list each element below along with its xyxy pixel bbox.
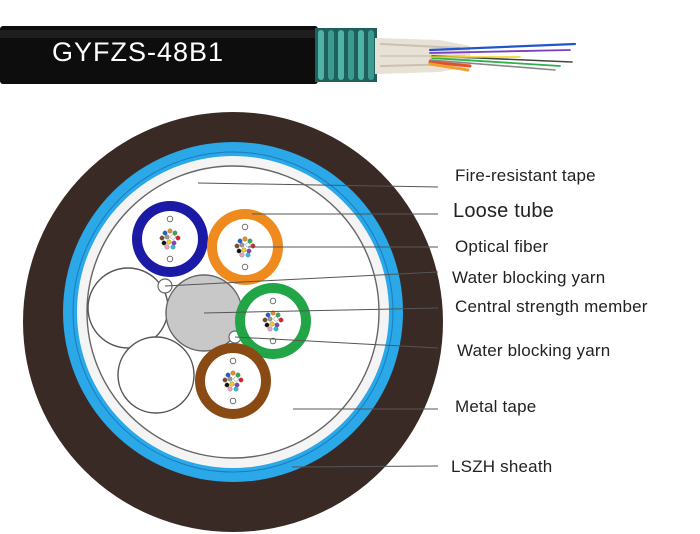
loose-tube-green <box>235 283 311 359</box>
optical-fiber-dot <box>274 322 280 328</box>
optical-fiber-dot <box>250 243 256 249</box>
metal-tape-inner-edge <box>72 151 394 473</box>
cable-jacket <box>0 26 318 84</box>
callout-loose-tube: Loose tube <box>453 200 554 222</box>
callout-water-blocking-yarn-2: Water blocking yarn <box>457 341 611 360</box>
tube-yarn-dot <box>166 215 174 223</box>
callout-water-blocking-yarn-1: Water blocking yarn <box>452 268 606 287</box>
loose-tube-bore <box>245 293 301 349</box>
armor-corrugation <box>315 28 377 82</box>
loose-tube-brown <box>195 343 271 419</box>
tube-yarn-dot <box>241 223 249 231</box>
optical-fiber-dot <box>224 382 230 388</box>
loose-tube-bore <box>217 219 273 275</box>
optical-fiber-dot <box>222 377 228 383</box>
optical-fiber-dot <box>246 248 252 254</box>
optical-fiber-dot <box>171 240 177 246</box>
optical-fiber-dot <box>175 235 181 241</box>
filler-rod-bottom <box>117 336 195 414</box>
callout-optical-fiber: Optical fiber <box>455 237 549 256</box>
optical-fiber-dot <box>237 238 243 244</box>
optical-fiber-dot <box>278 317 284 323</box>
optical-fiber-dot <box>227 376 233 382</box>
exposed-fibers <box>428 42 577 72</box>
tube-yarn-dot <box>166 255 174 263</box>
optical-fiber-dot <box>170 234 176 240</box>
optical-fiber-dot <box>161 240 167 246</box>
tube-yarn-dot <box>229 397 237 405</box>
optical-fiber-dot <box>227 386 233 392</box>
leader-lines <box>164 182 439 468</box>
tube-yarn-dot <box>269 297 277 305</box>
optical-fiber-dot <box>172 230 178 236</box>
leader-central-strength-member <box>203 307 439 314</box>
leader-water-blocking-yarn-1 <box>164 271 439 287</box>
loose-tube-bore <box>205 353 261 409</box>
cable-model-label: GYFZS-48B1 <box>52 37 224 67</box>
optical-fiber-dot <box>273 326 279 332</box>
filler-rod-top <box>87 267 169 349</box>
optical-fiber-dot <box>238 377 244 383</box>
callout-lszh-sheath: LSZH sheath <box>451 457 553 476</box>
loose-tubes <box>132 201 311 419</box>
optical-fiber-dot <box>264 322 270 328</box>
optical-fiber-dot <box>273 316 279 322</box>
optical-fiber-dot <box>269 321 275 327</box>
optical-fiber-dot <box>262 317 268 323</box>
optical-fiber-dot <box>229 381 235 387</box>
optical-fiber-dot <box>239 242 245 248</box>
cable-side-view: GYFZS-48B1 <box>0 26 577 84</box>
optical-fiber-dot <box>275 312 281 318</box>
tube-yarn-dot <box>241 263 249 271</box>
optical-fiber-dot <box>236 248 242 254</box>
cross-section <box>23 112 443 532</box>
optical-fiber-dot <box>247 238 253 244</box>
cable-jacket-sheen <box>0 30 318 38</box>
optical-fiber-dot <box>159 235 165 241</box>
optical-fiber-dot <box>166 239 172 245</box>
leader-lszh-sheath <box>291 465 439 468</box>
optical-fiber-dot <box>242 236 248 242</box>
optical-fiber-dot <box>233 386 239 392</box>
optical-fiber-dot <box>162 230 168 236</box>
optical-fiber-dot <box>170 244 176 250</box>
leader-water-blocking-yarn-2 <box>234 336 439 349</box>
loose-tube-bore <box>142 211 198 267</box>
optical-fiber-dot <box>265 312 271 318</box>
loose-tube-blue <box>132 201 208 277</box>
optical-fiber-dot <box>239 252 245 258</box>
optical-fiber-dot <box>235 372 241 378</box>
leader-fire-resistant-tape <box>197 182 439 188</box>
optical-fiber-dot <box>245 252 251 258</box>
tube-yarn-dot <box>229 357 237 365</box>
optical-fiber-dot <box>234 382 240 388</box>
optical-fiber-dot <box>164 244 170 250</box>
callout-fire-resistant-tape: Fire-resistant tape <box>455 166 596 185</box>
callout-metal-tape: Metal tape <box>455 397 537 416</box>
optical-fiber-dot <box>164 234 170 240</box>
optical-fiber-dot <box>167 228 173 234</box>
optical-fiber-dot <box>241 247 247 253</box>
callout-central-strength-member: Central strength member <box>455 297 648 316</box>
optical-fiber-dot <box>267 316 273 322</box>
optical-fiber-dot <box>230 370 236 376</box>
optical-fiber-dot <box>225 372 231 378</box>
optical-fiber-dot <box>234 243 240 249</box>
optical-fiber-dot <box>267 326 273 332</box>
loose-tube-orange <box>207 209 283 285</box>
optical-fiber-dot <box>233 376 239 382</box>
